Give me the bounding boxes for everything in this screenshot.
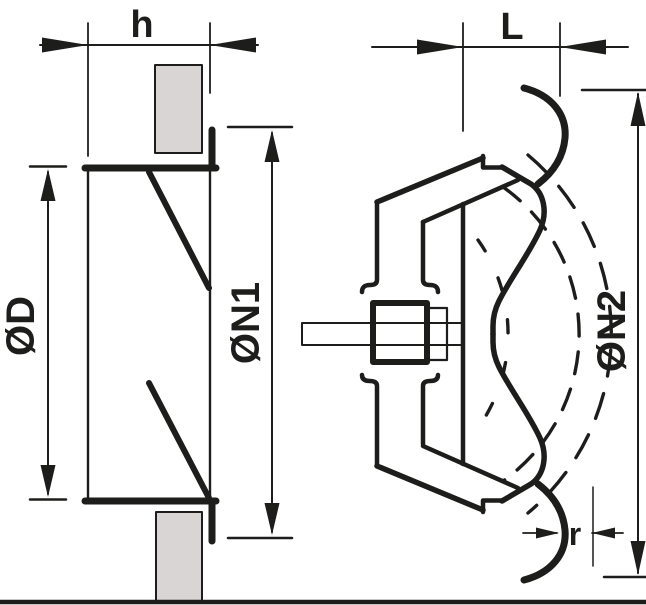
- wall-section-top: [154, 64, 203, 154]
- arrow-h-right-icon: [210, 37, 256, 53]
- arrow-d-up-icon: [40, 169, 56, 201]
- cone-skirt-curve-upper: [490, 164, 547, 337]
- cone-skirt-curve-lower: [490, 331, 547, 504]
- bell-mouth-curve-top: [520, 84, 569, 188]
- disc-edge-lower-outer: [374, 463, 486, 513]
- dim-h-label: h: [130, 4, 153, 46]
- arrow-n1-down-icon: [264, 503, 280, 535]
- arrow-r-left-icon: [536, 527, 559, 539]
- arrow-n2-up-icon: [630, 92, 646, 126]
- hub-collar: [425, 306, 449, 362]
- dimension-annotations: [28, 22, 646, 579]
- arrow-h-left-icon: [42, 37, 88, 53]
- bell-mouth-curve-bottom: [520, 480, 569, 584]
- dim-L-label: L: [500, 6, 523, 48]
- dimension-arrowheads: [40, 37, 646, 575]
- arrow-r-right-icon: [592, 527, 615, 539]
- hub-nut: [370, 300, 430, 365]
- dim-n2-label: ØN2: [590, 290, 634, 372]
- dashed-arc-middle: [501, 185, 581, 483]
- cone-post-lower-inner: [420, 372, 441, 447]
- dashed-arc-inner: [476, 238, 510, 430]
- disc-edge-upper-outer: [374, 155, 486, 205]
- left-section-view: [81, 64, 220, 603]
- arrow-d-down-icon: [40, 465, 56, 497]
- drawing-strokes: [0, 22, 646, 605]
- spring-clip-top: [146, 169, 212, 291]
- dim-d-label: ØD: [0, 296, 43, 356]
- arrow-L-left-icon: [417, 39, 463, 55]
- right-section-view: [301, 84, 613, 584]
- dashed-arc-outer: [526, 153, 613, 515]
- disc-notch-upper: [480, 153, 505, 170]
- disc-notch-lower: [480, 498, 505, 515]
- cone-post-upper-outer: [359, 199, 380, 295]
- dim-n1-label: ØN1: [224, 282, 268, 364]
- dim-r-label: r: [569, 516, 581, 552]
- arrow-n2-down-icon: [630, 541, 646, 575]
- arrow-n1-up-icon: [264, 130, 280, 162]
- cone-post-upper-inner: [420, 219, 441, 295]
- cone-post-lower-outer: [359, 372, 380, 469]
- wall-section-bottom: [155, 511, 203, 603]
- spindle-rod: [301, 322, 376, 346]
- dimension-labels: h L r ØD ØN1 ØN2: [0, 4, 634, 552]
- arrow-L-right-icon: [560, 39, 606, 55]
- disc-edge-upper-inner: [420, 177, 521, 225]
- spring-clip-bottom: [146, 380, 212, 501]
- disc-edge-lower-inner: [420, 443, 521, 491]
